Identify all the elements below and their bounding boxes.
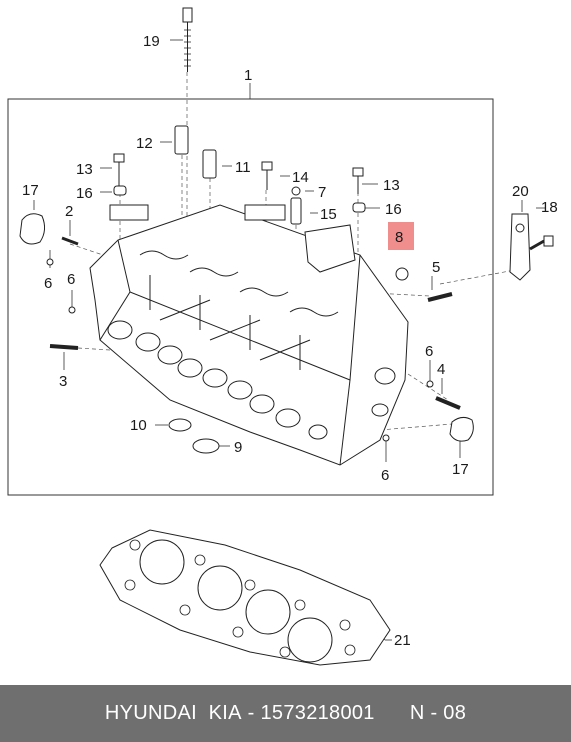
callout-9: 9 [234,439,242,456]
part-17-cam-seal-left [19,213,46,245]
part-18-bolt [529,235,554,251]
callout-6-a: 6 [44,275,52,292]
callout-3: 3 [59,373,67,390]
part-20-hanger-bracket [509,213,531,281]
part-info-footer: HYUNDAI KIA - 1573218001 N - 08 [0,685,571,742]
part-12-dowel-sleeve [174,125,189,155]
callout-4: 4 [437,361,445,378]
footer-separator: - [241,702,261,724]
callout-19: 19 [143,33,160,50]
part-14-bolt [261,161,273,190]
part-9-gasket-ring [192,438,220,454]
parts [19,7,554,454]
part-16-seal-left [113,185,127,196]
callout-7: 7 [318,184,326,201]
part-17-cam-seal-right [449,416,474,442]
bearing-cap-right [304,224,356,273]
callout-21: 21 [394,632,411,649]
part-8-plug [395,267,409,281]
part-7-nut [291,186,301,196]
part-6-plug-a [46,258,54,266]
bearing-cap-left [109,204,149,221]
footer-page-ref: N - 08 [409,702,467,724]
callout-5: 5 [432,259,440,276]
footer-brand: HYUNDAI KIA [104,702,242,724]
callout-18: 18 [541,199,558,216]
footer-spacer [375,702,410,725]
callout-11: 11 [235,159,251,176]
callout-17-right: 17 [452,461,469,478]
part-21-head-gasket [99,529,391,666]
callout-6-c: 6 [425,343,433,360]
callout-16-right: 16 [385,201,402,218]
callout-14: 14 [292,169,309,186]
callout-6-b: 6 [67,271,75,288]
callout-20: 20 [512,183,529,200]
part-5-stud [427,292,453,302]
part-13-bolt-left [113,153,125,186]
callout-15: 15 [320,206,337,223]
callout-13-left: 13 [76,161,93,178]
part-16-seal-right [352,202,366,213]
part-10-o-ring [168,418,192,432]
part-13-bolt-right [352,167,364,194]
footer-part-number: 1573218001 [260,702,375,724]
callout-12: 12 [136,135,153,152]
cylinder-head-body [89,204,409,466]
callout-17-left: 17 [22,182,39,199]
part-6-plug-b [68,306,76,314]
cylinder-head-exploded-diagram: 1 19 12 11 13 16 14 7 15 13 16 17 2 6 6 … [7,7,558,666]
callout-6-d: 6 [381,467,389,484]
callout-10: 10 [130,417,147,434]
part-6-plug-d [382,434,390,442]
highlight-box-part-8 [388,222,414,250]
part-2-stud [61,236,79,246]
part-6-plug-c [426,380,434,388]
callout-8: 8 [395,229,403,246]
leader-lines [33,39,546,641]
callout-1: 1 [244,67,252,84]
callout-16-left: 16 [76,185,93,202]
callout-labels: 1 19 12 11 13 16 14 7 15 13 16 17 2 6 6 … [22,33,558,649]
bearing-cap-mid [244,204,286,221]
assembly-frame [7,98,494,496]
part-4-stud [435,396,461,410]
part-11-dowel-sleeve [202,149,217,179]
part-3-stud [49,344,79,350]
part-19-head-bolt [182,7,193,23]
part-15-pin [290,197,302,225]
callout-13-right: 13 [383,177,400,194]
callout-2: 2 [65,203,73,220]
